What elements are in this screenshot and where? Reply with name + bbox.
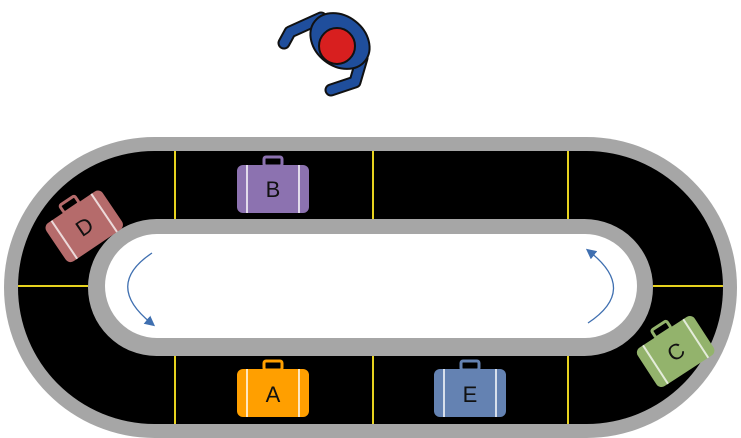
suitcase-strap <box>90 193 118 233</box>
suitcase-icon: B <box>237 155 309 213</box>
belt-segment-dividers <box>18 151 723 424</box>
suitcase-icon: D <box>45 190 123 263</box>
suitcase-body <box>636 316 715 388</box>
bag-label-b: B <box>266 177 281 202</box>
suitcase-icon: E <box>434 359 506 417</box>
carousel-center <box>105 234 637 338</box>
person-left-arm <box>279 13 326 48</box>
curved-arrow-icon <box>127 252 156 327</box>
suitcase-icon: C <box>636 316 715 388</box>
suitcase-body <box>237 165 309 213</box>
suitcase-strap <box>642 344 669 385</box>
person-topdown-icon <box>277 11 371 97</box>
carousel <box>4 137 737 438</box>
suitcase-body <box>45 190 123 263</box>
bag-label-e: E <box>463 382 478 407</box>
suitcase-icon: A <box>237 359 309 417</box>
suitcase-strap <box>50 220 79 260</box>
bag-label-a: A <box>266 382 281 407</box>
suitcase-body <box>434 369 506 417</box>
person-head <box>318 27 356 65</box>
suitcase-body <box>237 369 309 417</box>
suitcase-strap <box>682 318 710 359</box>
curved-arrow-icon <box>585 248 615 324</box>
